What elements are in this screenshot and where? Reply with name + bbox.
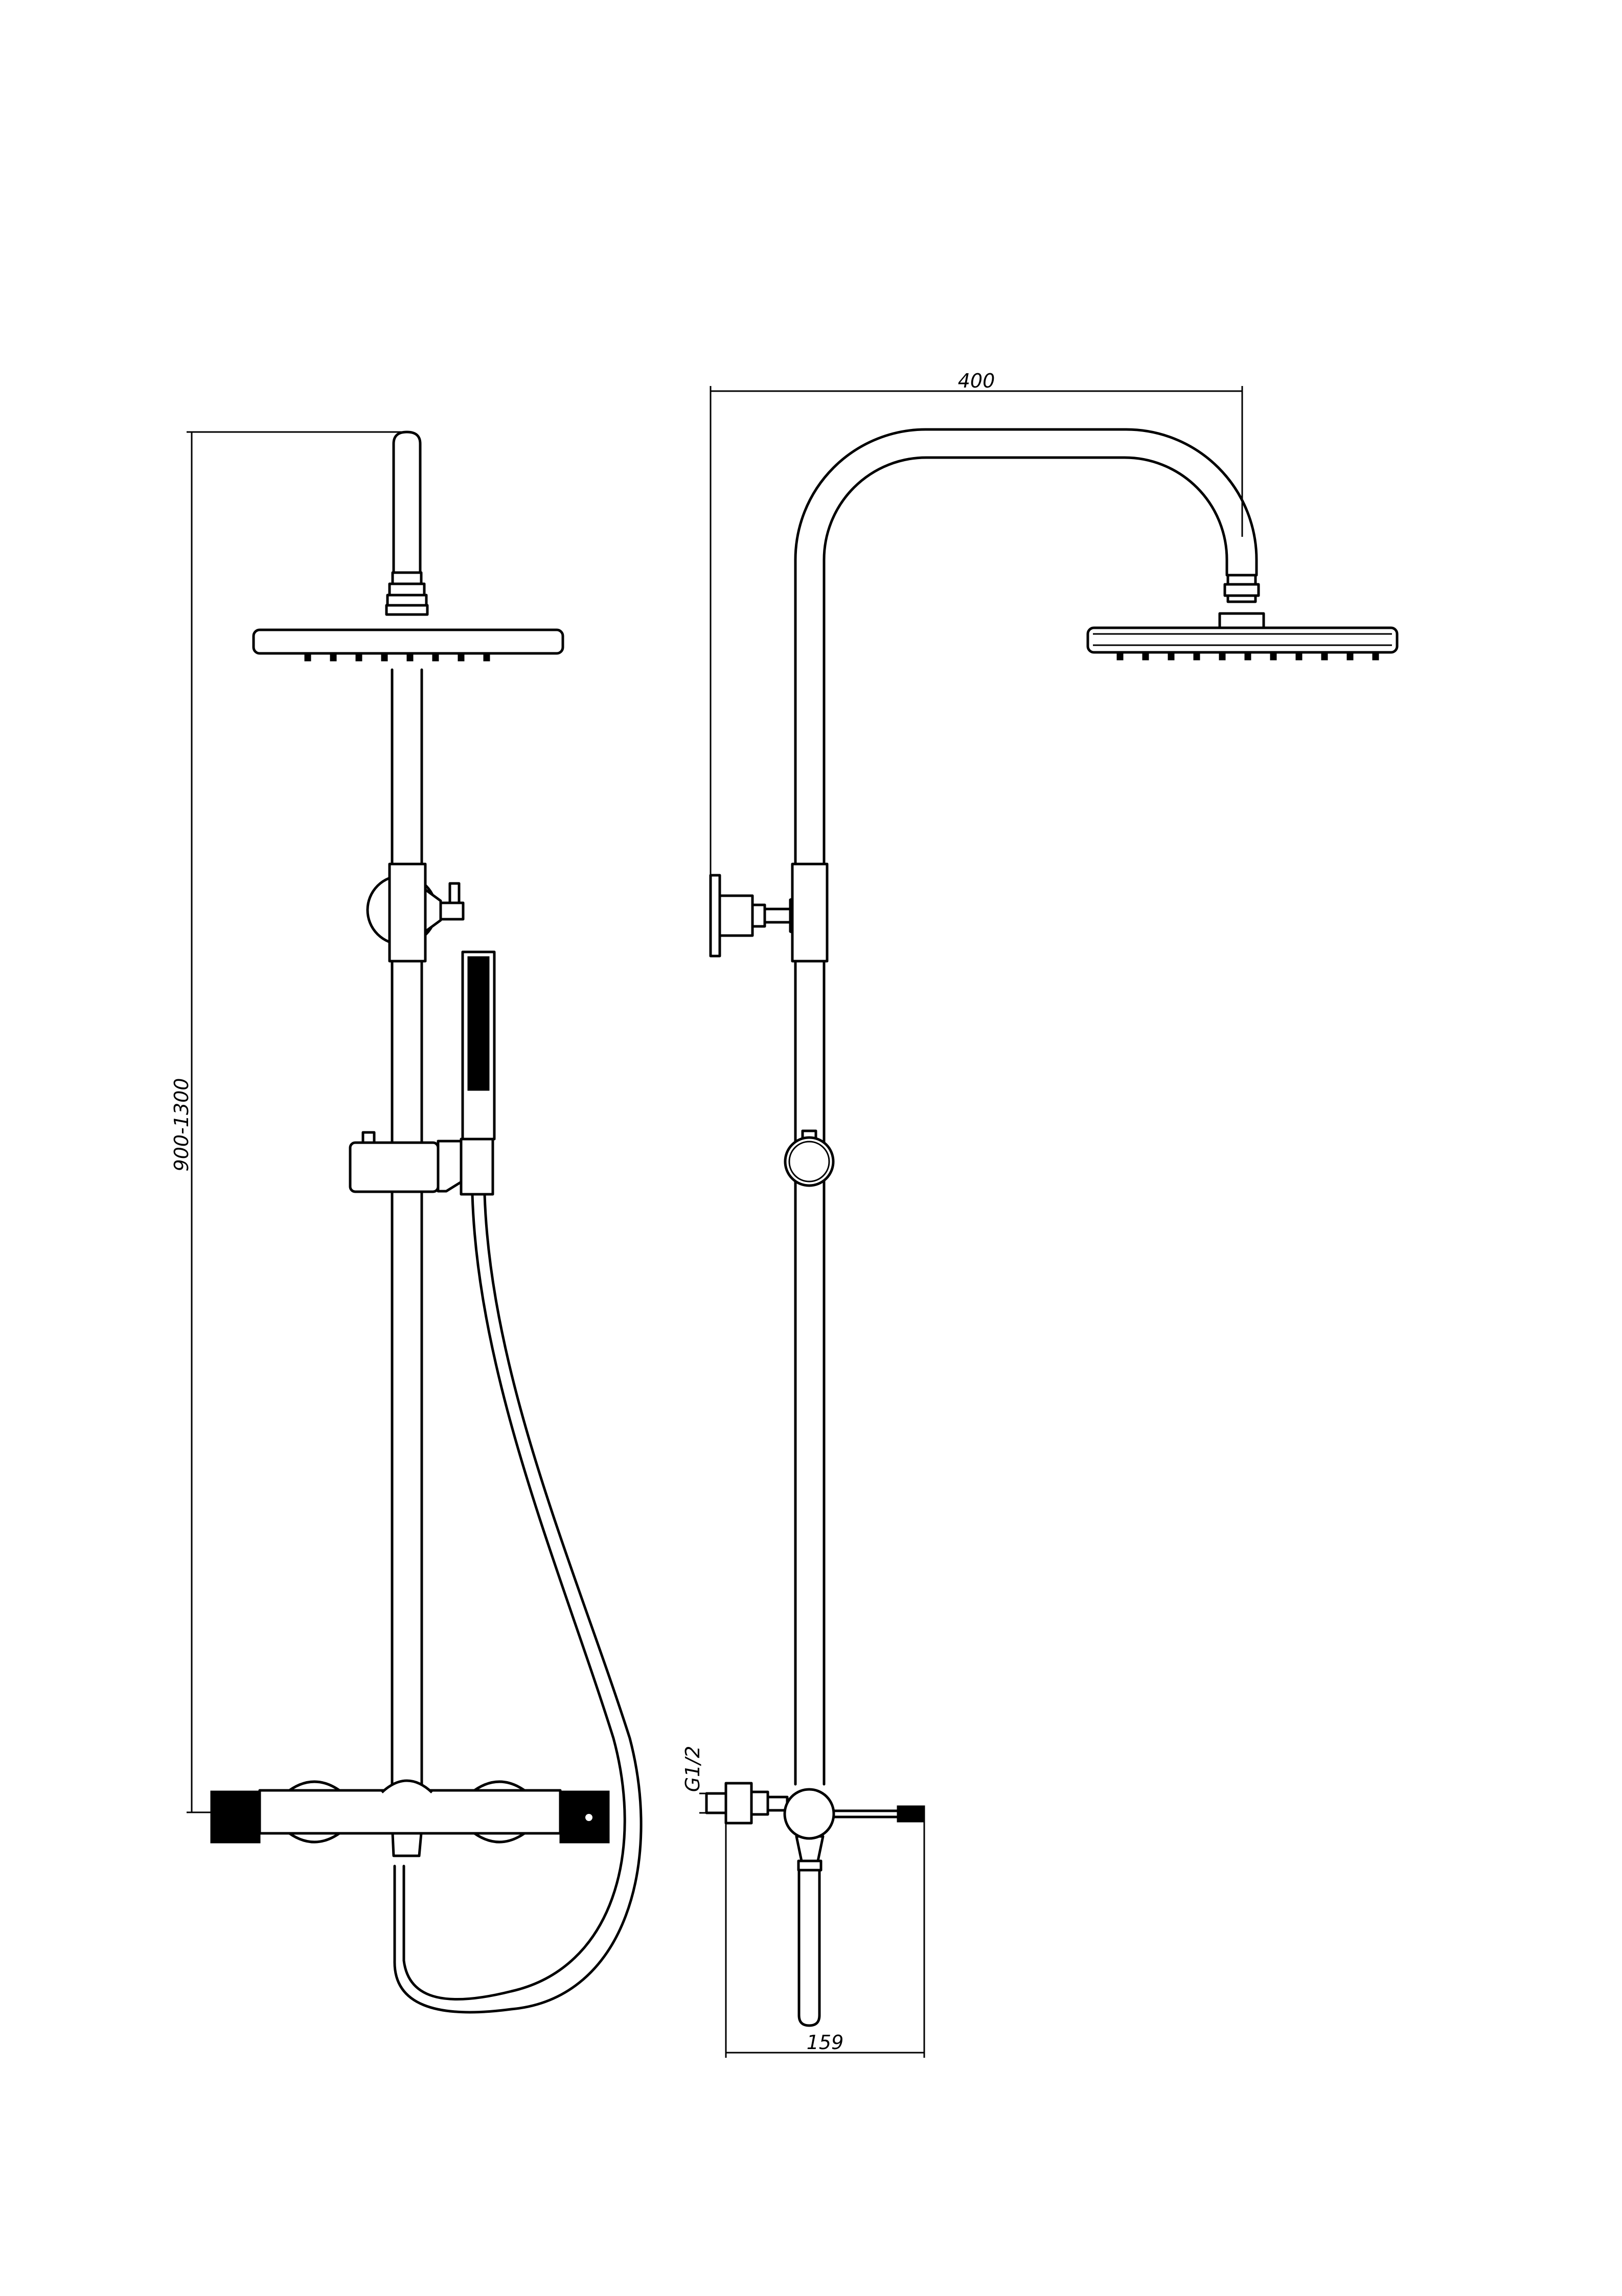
- height-dimension: 900-1300: [170, 431, 409, 1813]
- front-rain-shower-head: [252, 628, 564, 662]
- side-slide-holder-knob: [784, 1129, 835, 1187]
- front-diverter-bracket: [366, 862, 465, 963]
- side-curved-riser-pipe: [794, 428, 1258, 1786]
- front-slide-holder: [349, 1131, 494, 1196]
- arm-reach-dimension: 400: [710, 370, 1243, 879]
- thread-size-label: G1/2: [681, 1746, 704, 1792]
- front-thermostatic-mixer: [210, 1779, 610, 1857]
- arm-reach-label: 400: [958, 370, 995, 392]
- wall-offset-label: 159: [807, 2031, 844, 2054]
- side-wall-bracket: [709, 862, 829, 963]
- side-thermostatic-mixer: [705, 1782, 925, 1872]
- height-range-label: 900-1300: [170, 1078, 193, 1172]
- front-view: 900-1300: [170, 430, 643, 2014]
- side-lower-outlet-pipe: [797, 1869, 821, 2027]
- wall-offset-dimension: 159: [725, 1820, 925, 2058]
- side-head-connector: [1218, 574, 1265, 629]
- front-hand-shower: [461, 950, 496, 1141]
- front-shower-arm: [392, 430, 422, 574]
- front-shower-nozzles: [304, 652, 490, 662]
- side-view: 400: [681, 370, 1399, 2058]
- front-shower-hose: [393, 1193, 643, 2014]
- side-shower-nozzles: [1116, 651, 1379, 661]
- thread-size-annotation: G1/2: [681, 1746, 706, 1814]
- side-rain-shower-head: [1086, 626, 1399, 661]
- front-head-connector: [385, 571, 429, 616]
- front-riser-pipe: [391, 668, 423, 1786]
